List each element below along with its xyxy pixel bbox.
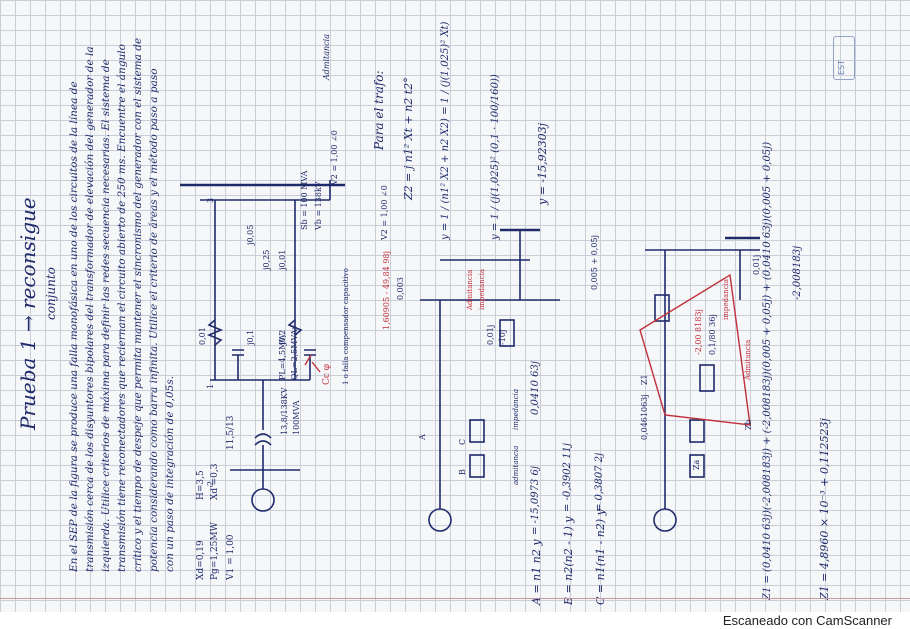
trafo-y-result: y = -15,92303j <box>536 122 549 205</box>
notebook-margin <box>0 598 910 599</box>
gen-xd2: Xd=0,19 <box>196 540 206 580</box>
c3-zb: Zb <box>744 419 753 430</box>
bus-vb: Vb = 138kV <box>314 181 323 230</box>
generator-symbol-3 <box>653 508 677 532</box>
c2-v: V2 = 1,00 ∠0 <box>380 185 389 240</box>
eq-a: A = n1 n2 y <box>530 539 543 605</box>
c2-a: A <box>418 434 427 440</box>
c2-label-imp: impedancia <box>478 269 486 310</box>
bus-sb: Sb = 100 MVA <box>300 170 309 230</box>
gen-h: H=3,5 <box>196 470 206 500</box>
c2-z2: 0,01j <box>486 324 495 345</box>
scanner-watermark: Escaneado con CamScanner <box>722 613 892 628</box>
scan-footer: Escaneado con CamScanner <box>0 612 910 629</box>
lv-x5: j0,25 <box>262 249 271 270</box>
notebook-brand-badge: EST <box>833 36 855 80</box>
c3-impe: impedancia <box>722 279 730 320</box>
transformer-symbol <box>254 433 272 470</box>
c2-c: C <box>458 438 467 445</box>
bus-label-3: 3 <box>206 197 215 203</box>
trafo-ratio: 11,5/13 <box>226 415 236 450</box>
eq-imped: impedancia <box>512 389 520 430</box>
lv-x1: 0,01 <box>198 327 207 345</box>
c3-z1: 0,005 + 0,05j <box>590 235 599 290</box>
gen-v1: V1 = 1,00 <box>226 534 236 580</box>
lv-x4: j0,05 <box>246 224 255 245</box>
c3-z5: 0,01j <box>752 254 761 275</box>
trafo-rating: 13,8/138KV <box>280 387 289 435</box>
eq-z-val: 0,0410 63j <box>530 361 541 415</box>
c3-z3: 0,1/80 36j <box>708 314 717 355</box>
c3-z2: -2,00 8183j <box>694 309 703 355</box>
eq-c: C = n1(n1 - n2) y <box>594 509 607 605</box>
c3-zlabel: Z1 <box>640 374 649 385</box>
line-impedance-b <box>287 319 303 336</box>
delta-transform-red <box>639 273 751 426</box>
c3-z4: 0,0461063j <box>640 394 649 440</box>
c2-adm: 1,60905 - 49,84 98j <box>382 251 391 330</box>
bus-label-2: 2 <box>206 480 215 486</box>
eq-b-val: = -0,3902 11j <box>562 443 573 512</box>
c3-adm: Admitancia <box>744 339 752 380</box>
fault-label: Cc φ <box>322 363 332 385</box>
eq-c-val: = 0,3807 2j <box>594 452 605 512</box>
final-z1-den: -2,008183j <box>792 245 803 300</box>
c3-za: Za <box>692 459 701 470</box>
trafo-z2: Z2 = j n1² Xt + n2 t2° <box>402 77 415 200</box>
shunt-capacitor-b <box>304 349 316 380</box>
lv-x3: j0,2 <box>278 329 287 345</box>
notebook-sheet: EST Prueba 1 → reconsigue conjunto En el… <box>0 0 910 612</box>
trafo-power: 100MVA <box>292 400 301 435</box>
c2-z1: 0,003 <box>396 277 405 300</box>
c2-b: B <box>458 469 467 475</box>
c2-z3: -10j <box>498 329 507 345</box>
lv-x6: j0,01 <box>278 249 287 270</box>
trafo-y-sub: y = 1 / (j(1,025)² (0,1 · 100/160)) <box>490 74 501 240</box>
eq-b: B = n2(n2 - 1) y <box>562 516 575 605</box>
eq-admit: admitancia <box>512 445 520 485</box>
generator-symbol <box>251 488 275 512</box>
final-z1-result: Z1 = 4,8960 × 10⁻³ + 0,112523j <box>818 418 831 600</box>
bus-label-1: 1 <box>206 383 215 389</box>
circuit-diagrams <box>180 180 760 532</box>
bus-v2: V2 = 1,00 ∠0 <box>330 130 339 185</box>
fault-mark <box>304 354 321 373</box>
gen-pg: Pg=1,25MW <box>210 522 220 580</box>
final-z1-expr: Z1 = (0,0410 63j)(-2,008183j) + (-2,0081… <box>762 141 773 600</box>
shunt-capacitor-a <box>232 349 244 380</box>
bus-ql: QL=2,5MVAr <box>290 325 299 380</box>
trafo-y-eq: y = 1 / (n1² X2 + n2 X2) = 1 / (j(1,025)… <box>440 21 451 240</box>
lv-x2: j0,1 <box>246 329 255 345</box>
c2-label-adm: Admitancia <box>466 269 474 310</box>
compensator-note: 1 o falla compensador capacitivo <box>342 268 350 385</box>
generator-symbol-2 <box>428 508 452 532</box>
eq-a-val: = -15,0973 6j <box>530 466 541 535</box>
trafo-title: Para el trafo: <box>372 70 386 150</box>
line-impedance-a <box>206 319 224 346</box>
